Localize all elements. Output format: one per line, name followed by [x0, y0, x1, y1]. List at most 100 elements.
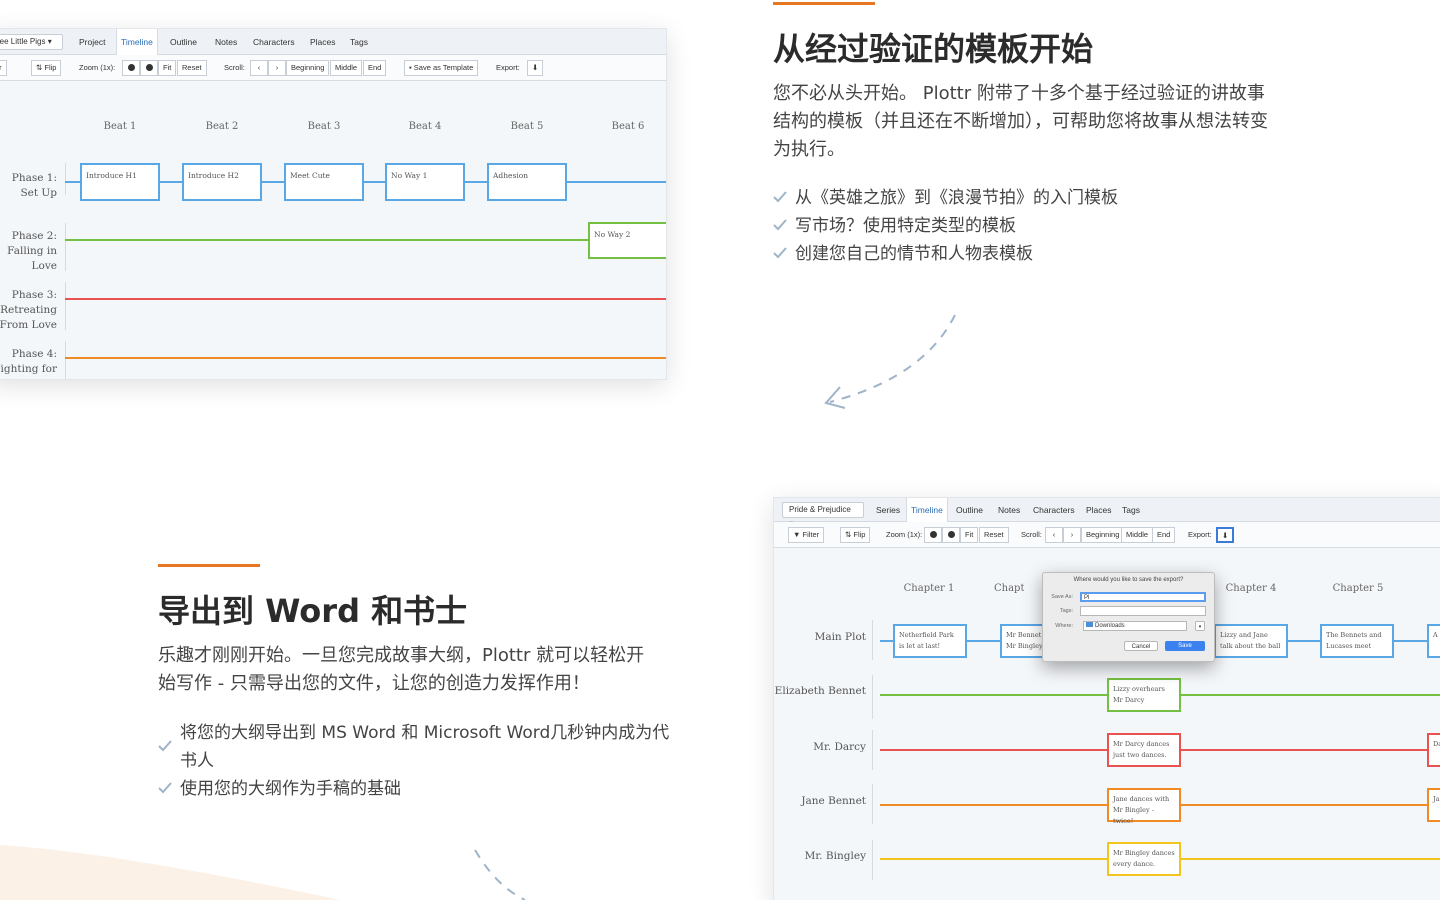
floppy-icon: ▪: [409, 63, 412, 72]
scene-card[interactable]: No Way 1: [385, 163, 465, 201]
nav-bar: ree Little Pigs ▾ Project Timeline Outli…: [0, 29, 666, 55]
end-button[interactable]: End: [1152, 527, 1176, 543]
tab-places[interactable]: Places: [310, 37, 336, 47]
bullet-text: 使用您的大纲作为手稿的基础: [180, 779, 401, 799]
zoom-in-button[interactable]: [924, 527, 942, 543]
dashed-arrow-icon: [474, 849, 526, 900]
scene-card[interactable]: Ja wi: [1427, 788, 1440, 822]
tab-places[interactable]: Places: [1086, 505, 1112, 515]
beat-header: Beat 5: [510, 121, 544, 132]
row-label: Jane Bennet: [801, 795, 866, 807]
flip-button[interactable]: ⇅ Flip: [840, 527, 871, 543]
reset-button[interactable]: Reset: [177, 60, 207, 76]
save-as-input[interactable]: Pl: [1080, 592, 1206, 602]
check-icon: [773, 247, 787, 259]
zoom-in-button[interactable]: [122, 60, 140, 76]
row-line-phase-1: [65, 181, 666, 183]
scene-card[interactable]: Netherfield Park is let at last!: [893, 624, 967, 658]
where-select[interactable]: Downloads: [1083, 621, 1187, 631]
scene-card[interactable]: Lizzy overhears Mr Darcy: [1107, 678, 1181, 712]
scroll-right-button[interactable]: ›: [1063, 527, 1081, 543]
cancel-button[interactable]: Cancel: [1124, 641, 1158, 651]
tab-notes[interactable]: Notes: [998, 505, 1021, 515]
beat-header: Beat 4: [408, 121, 442, 132]
scene-card[interactable]: No Way 2: [588, 222, 666, 259]
scene-card[interactable]: Da in: [1427, 733, 1440, 767]
chapter-header: Chapter 1: [903, 583, 955, 594]
tab-project[interactable]: Project: [79, 37, 106, 47]
zoom-out-button[interactable]: [140, 60, 158, 76]
row-label: Phase 4: Fighting for: [0, 348, 57, 375]
expand-dialog-button[interactable]: ▾: [1195, 621, 1205, 631]
tab-notes[interactable]: Notes: [215, 37, 238, 47]
beginning-button[interactable]: Beginning: [286, 60, 330, 76]
filter-button[interactable]: ▼ Filter: [788, 527, 825, 543]
tab-series[interactable]: Series: [876, 505, 901, 515]
tab-outline[interactable]: Outline: [956, 505, 983, 515]
tab-outline[interactable]: Outline: [170, 37, 197, 47]
check-icon: [773, 191, 787, 203]
row-line-phase-4: [65, 357, 666, 359]
toolbar: er ⇅ Flip Zoom (1x): Fit Reset Scroll: ‹…: [0, 55, 666, 81]
project-dropdown[interactable]: ree Little Pigs ▾: [0, 34, 63, 50]
scene-card[interactable]: Introduce H2: [182, 163, 262, 201]
bullet-text: 写市场？使用特定类型的模板: [795, 216, 1016, 236]
save-template-button[interactable]: ▪ Save as Template: [404, 60, 479, 76]
tab-tags[interactable]: Tags: [1122, 505, 1140, 515]
scene-card[interactable]: The Bennets and Lucases meet: [1320, 624, 1394, 658]
project-dropdown[interactable]: Pride & Prejudice ▾: [782, 502, 864, 528]
scene-card[interactable]: Mr Darcy dances just two dances.: [1107, 733, 1181, 767]
section1-bullets: 从《英雄之旅》到《浪漫节拍》的入门模板 写市场？使用特定类型的模板 创建您自己的…: [773, 184, 1333, 268]
tab-tags[interactable]: Tags: [350, 37, 368, 47]
tags-label: Tags:: [1059, 608, 1073, 614]
scene-card[interactable]: Mr Bingley dances every dance.: [1107, 842, 1181, 876]
fit-button[interactable]: Fit: [158, 60, 177, 76]
tab-characters[interactable]: Characters: [1033, 505, 1075, 515]
fit-button[interactable]: Fit: [960, 527, 979, 543]
end-button[interactable]: End: [363, 60, 387, 76]
scene-card[interactable]: Introduce H1: [80, 163, 160, 201]
export-word-button[interactable]: ⬇: [1216, 527, 1234, 543]
tags-input[interactable]: [1080, 606, 1206, 616]
tab-timeline[interactable]: Timeline: [116, 29, 158, 55]
chapter-header: Chapt: [994, 583, 1024, 594]
scene-card[interactable]: Adhesion: [487, 163, 567, 201]
beat-header: Beat 1: [103, 121, 137, 132]
scene-card[interactable]: Meet Cute: [284, 163, 364, 201]
scene-card[interactable]: Lizzy and Jane talk about the ball: [1214, 624, 1288, 658]
check-icon: [158, 740, 172, 752]
dashed-arrow-icon: [824, 314, 956, 409]
scene-card[interactable]: A as: [1427, 624, 1440, 658]
filter-button[interactable]: er: [0, 60, 7, 76]
scroll-right-button[interactable]: ›: [268, 60, 286, 76]
tab-characters[interactable]: Characters: [253, 37, 295, 47]
scene-card[interactable]: Jane dances with Mr Bingley - twice!: [1107, 788, 1181, 825]
middle-button[interactable]: Middle: [330, 60, 363, 76]
list-item: 写市场？使用特定类型的模板: [773, 212, 1333, 240]
row-label: Phase 2: Falling in Love: [7, 230, 57, 272]
plus-circle-icon: [929, 531, 937, 538]
beginning-button[interactable]: Beginning: [1081, 527, 1125, 543]
export-label: Export:: [496, 63, 520, 72]
flip-button[interactable]: ⇅ Flip: [31, 60, 62, 76]
list-item: 创建您自己的情节和人物表模板: [773, 240, 1333, 268]
scroll-left-button[interactable]: ‹: [250, 60, 268, 76]
scroll-left-button[interactable]: ‹: [1045, 527, 1063, 543]
bullet-text: 将您的大纲导出到 MS Word 和 Microsoft Word几秒钟内成为代…: [180, 723, 670, 771]
tab-timeline[interactable]: Timeline: [906, 498, 948, 522]
section1-accent-bar: [773, 2, 875, 5]
list-item: 将您的大纲导出到 MS Word 和 Microsoft Word几秒钟内成为代…: [158, 719, 670, 775]
save-button[interactable]: Save: [1165, 641, 1205, 651]
section2-bullets: 将您的大纲导出到 MS Word 和 Microsoft Word几秒钟内成为代…: [158, 719, 670, 803]
scroll-label: Scroll:: [1021, 530, 1042, 539]
zoom-out-button[interactable]: [942, 527, 960, 543]
export-save-dialog: Where would you like to save the export?…: [1042, 572, 1215, 662]
row-label: Mr. Darcy: [813, 741, 866, 753]
middle-button[interactable]: Middle: [1121, 527, 1154, 543]
export-word-button[interactable]: ⬇: [527, 60, 543, 76]
decorative-blob: [0, 845, 340, 900]
zoom-label: Zoom (1x):: [79, 63, 116, 72]
chevron-left-icon: ‹: [1052, 530, 1056, 539]
reset-button[interactable]: Reset: [979, 527, 1009, 543]
check-icon: [158, 782, 172, 794]
